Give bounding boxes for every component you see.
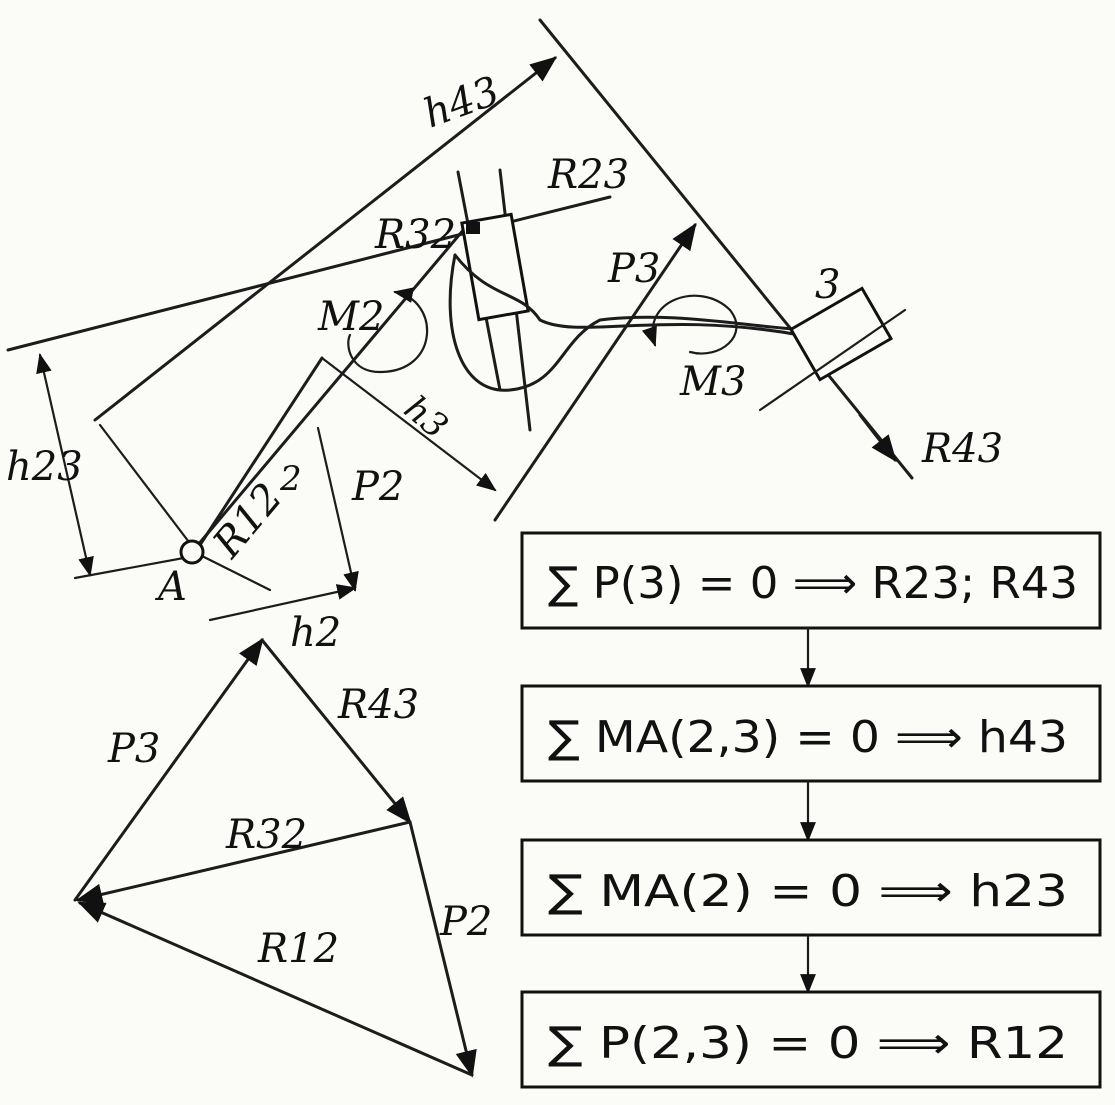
label-num-2: 2 [279,459,302,499]
label-m2: M2 [317,294,384,340]
label-r12: R12 [204,475,292,567]
label-p3: P3 [607,246,660,292]
r32-contact [466,222,480,234]
poly-label-r32: R32 [225,812,307,858]
h23-reference-line [6,230,472,352]
h43-dimension-line [93,56,558,422]
force-polygon: P3 R43 R32 P2 R12 [73,637,492,1078]
moment-m3 [641,294,738,355]
link-2-upper [190,226,467,554]
label-h23: h23 [6,444,83,490]
p2-arrow [316,426,359,592]
poly-label-p2: P2 [439,899,492,945]
label-r32: R32 [374,212,456,258]
label-m3: M3 [679,359,746,405]
hinge-a [179,539,205,565]
label-num-3: 3 [815,262,840,308]
poly-label-r12: R12 [257,926,339,972]
equation-box-2 [520,684,1102,783]
label-r43: R43 [921,426,1003,472]
label-h3: h3 [396,388,455,447]
right-guide [758,308,907,412]
h3-dimension [320,356,497,492]
polygon-p2 [408,820,477,1078]
equation-2: ∑ MA(2,3) = 0 ⟹ h43 [548,712,1068,763]
link-3-edge [453,253,802,337]
equation-1: ∑ P(3) = 0 ⟹ R23; R43 [548,558,1078,609]
equation-flow: ∑ P(3) = 0 ⟹ R23; R43 ∑ MA(2,3) = 0 ⟹ h4… [520,531,1102,1089]
equation-box-1 [520,531,1102,630]
link-3-curve [448,253,822,392]
polygon-r43 [260,638,412,825]
equation-box-4 [520,990,1102,1089]
h2-dimension [208,584,357,622]
h23-base-line [73,553,202,580]
h23-dimension [36,353,94,577]
label-h2: h2 [290,610,341,656]
r43-arrow [858,413,897,463]
equation-4: ∑ P(2,3) = 0 ⟹ R12 [548,1018,1068,1069]
a-perpendicular [98,423,197,552]
polygon-r12 [77,901,474,1077]
label-p2: P2 [351,464,404,510]
equation-box-3 [520,838,1102,937]
r12-direction [198,553,272,592]
moment-m2 [347,287,428,374]
right-slider [788,286,894,382]
r43-action-line [538,18,914,480]
equation-3: ∑ MA(2) = 0 ⟹ h23 [548,866,1068,917]
label-h43: h43 [418,68,506,137]
mechanism: h43 R23 R32 P3 3 M2 M3 h3 R43 h23 2 R12 … [6,18,1003,656]
poly-label-p3: P3 [107,726,160,772]
link-2-lower [196,356,324,550]
label-r23: R23 [547,152,629,198]
polygon-p3 [73,637,264,902]
poly-label-r43: R43 [337,682,419,728]
label-a: A [154,564,187,610]
polygon-r32 [75,820,412,905]
p3-arrow [493,222,697,522]
